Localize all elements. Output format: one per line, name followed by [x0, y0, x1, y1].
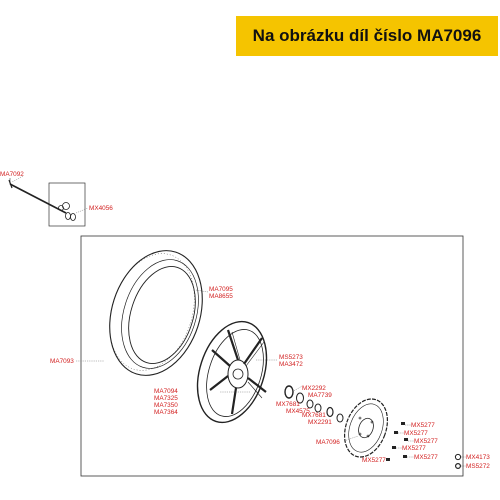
label-bearing-1: MX2292: [302, 385, 326, 392]
label-nut-1: MX4173: [466, 454, 490, 461]
label-bolt-5: MX5277: [414, 454, 438, 461]
axle-drawing: [8, 178, 76, 221]
label-bolt-2: MX5277: [404, 430, 428, 437]
bearing-drawing: [284, 385, 344, 423]
label-tire-r1: MA7095: [209, 286, 233, 293]
label-rim-3: MA7350: [154, 402, 178, 409]
label-tire-r2: MA8655: [209, 293, 233, 300]
label-bearing-3: MX7681: [276, 401, 300, 408]
label-bolt-4: MX5277: [402, 445, 426, 452]
label-rim-4: MA7364: [154, 409, 178, 416]
label-nut-2: MS5272: [466, 463, 490, 470]
part-number-banner: Na obrázku díl číslo MA7096: [236, 16, 498, 56]
banner-text: Na obrázku díl číslo MA7096: [252, 26, 482, 45]
label-rim-2: MA7325: [154, 395, 178, 402]
label-disc: MA7096: [316, 439, 340, 446]
label-tire: MA7093: [50, 358, 74, 365]
leader-lines: [11, 175, 466, 467]
bolt-drawing: [386, 422, 462, 470]
label-bearing-6: MX2291: [308, 419, 332, 426]
label-bolt-1: MX5277: [411, 422, 435, 429]
label-hub-r2: MA3472: [279, 361, 303, 368]
wheel-assembly-frame: [80, 235, 464, 477]
label-axle-top: MA7092: [0, 171, 24, 178]
label-rim-1: MA7094: [154, 388, 178, 395]
label-bolt-3: MX5277: [414, 438, 438, 445]
label-bearing-4: MX4575: [286, 408, 310, 415]
brake-disc-drawing: [343, 398, 389, 458]
label-bearing-2: MA7739: [308, 392, 332, 399]
label-bearing-5: MX7681: [302, 412, 326, 419]
label-bolt-6: MX5277: [362, 457, 386, 464]
tire-drawing: [109, 250, 203, 376]
label-kit-top: MX4056: [89, 205, 113, 212]
label-hub-r1: MS5273: [279, 354, 303, 361]
rim-drawing: [196, 320, 268, 424]
